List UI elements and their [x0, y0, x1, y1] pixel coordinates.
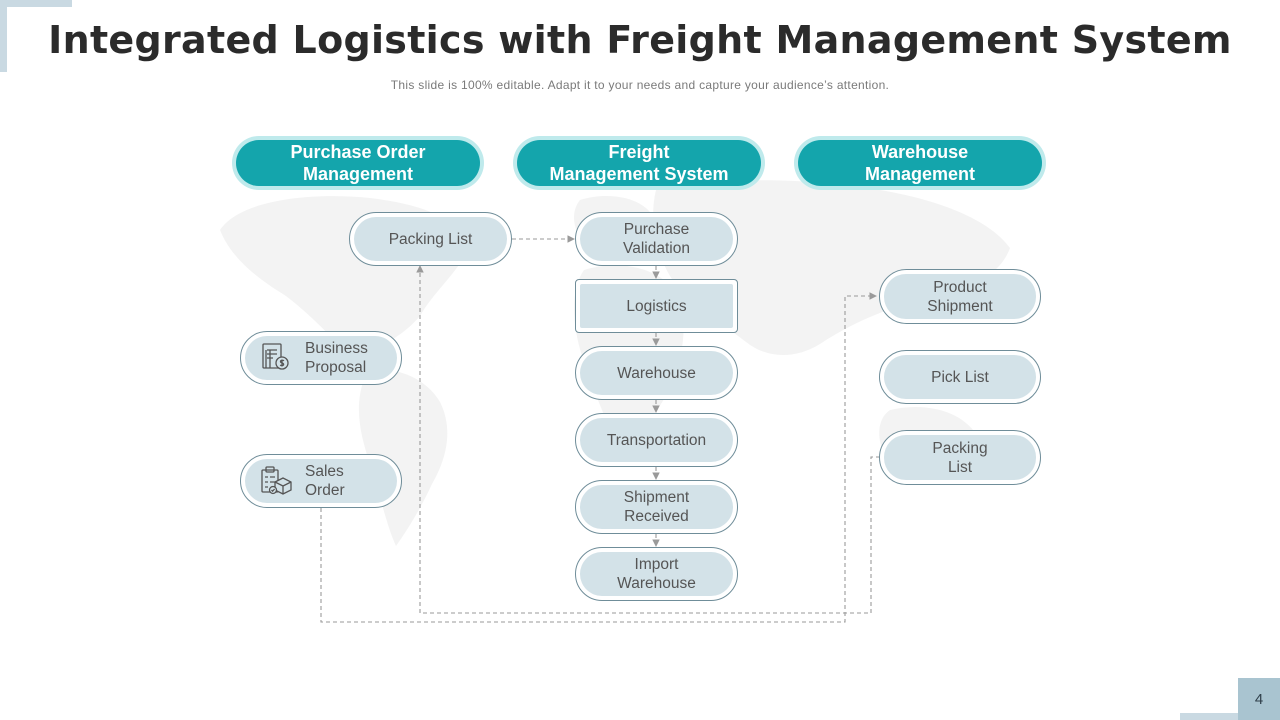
- page-number: 4: [1238, 678, 1280, 720]
- header-purchase-order-label: Purchase Order Management: [290, 142, 426, 184]
- node-label: Warehouse: [617, 364, 696, 382]
- slide-subtitle: This slide is 100% editable. Adapt it to…: [390, 78, 890, 92]
- node-label: Import Warehouse: [617, 556, 696, 592]
- node-label: Transportation: [606, 431, 707, 449]
- node-transportation: Transportation: [575, 413, 738, 467]
- node-import-warehouse: Import Warehouse: [575, 547, 738, 601]
- node-shipment-received: Shipment Received: [575, 480, 738, 534]
- node-business-proposal: Business Proposal: [240, 331, 402, 385]
- corner-accent-bottom: [1180, 713, 1280, 720]
- header-warehouse-management: Warehouse Management: [798, 140, 1042, 186]
- slide-title: Integrated Logistics with Freight Manage…: [48, 18, 1232, 62]
- document-dollar-icon: [259, 341, 293, 375]
- node-label: Shipment Received: [623, 489, 690, 525]
- node-product-shipment: Product Shipment: [879, 269, 1041, 324]
- node-label: Sales Order: [305, 463, 345, 499]
- node-pick-list: Pick List: [879, 350, 1041, 404]
- corner-accent-top-horizontal: [0, 0, 72, 7]
- node-logistics: Logistics: [575, 279, 738, 333]
- node-label: Product Shipment: [927, 278, 993, 315]
- corner-accent-top-vertical: [0, 0, 7, 72]
- clipboard-delivery-truck-icon: [259, 464, 293, 498]
- node-packing-list-right: Packing List: [879, 430, 1041, 485]
- node-label: Logistics: [626, 297, 687, 315]
- header-freight-label: Freight Management System: [549, 142, 729, 184]
- node-sales-order: Sales Order: [240, 454, 402, 508]
- header-purchase-order-management: Purchase Order Management: [236, 140, 480, 186]
- node-warehouse: Warehouse: [575, 346, 738, 400]
- node-purchase-validation: Purchase Validation: [575, 212, 738, 266]
- node-label: Purchase Validation: [623, 221, 690, 257]
- node-label: Pick List: [931, 368, 989, 386]
- node-label: Packing List: [388, 230, 473, 248]
- header-freight-management-system: Freight Management System: [517, 140, 761, 186]
- node-packing-list-left: Packing List: [349, 212, 512, 266]
- node-label: Business Proposal: [305, 340, 368, 376]
- node-label: Packing List: [932, 439, 988, 476]
- header-warehouse-label: Warehouse Management: [864, 142, 976, 184]
